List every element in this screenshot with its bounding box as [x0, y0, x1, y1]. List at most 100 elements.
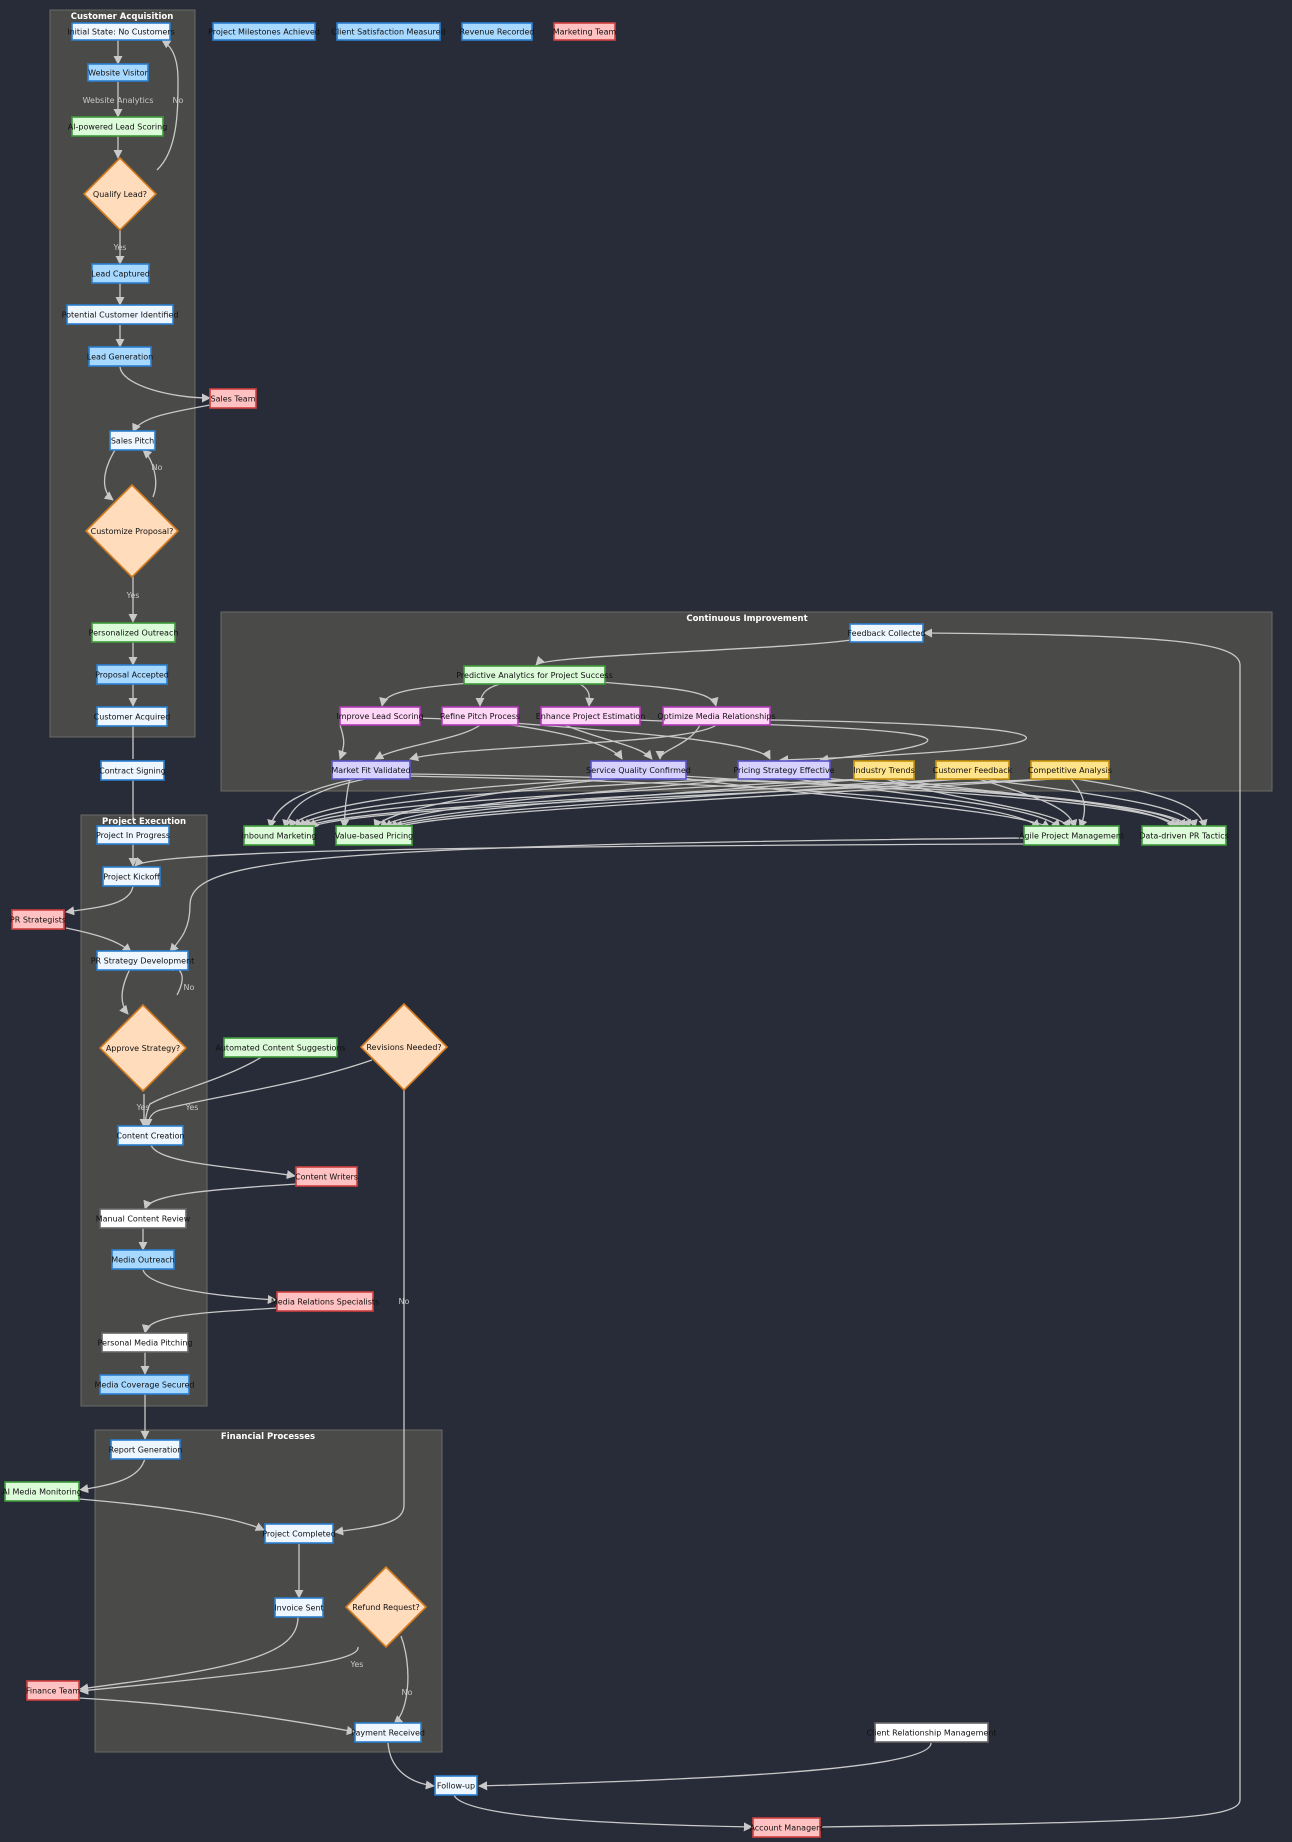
node-optimize-media[interactable]: Optimize Media Relationships — [657, 706, 776, 726]
node-finance-team[interactable]: Finance Team — [26, 1680, 81, 1701]
svg-text:Project In Progress: Project In Progress — [96, 831, 170, 840]
svg-text:Data-driven PR Tactics: Data-driven PR Tactics — [1139, 832, 1229, 841]
svg-text:Agile Project Management: Agile Project Management — [1019, 832, 1124, 841]
node-customer-feedback[interactable]: Customer Feedback — [933, 760, 1013, 780]
svg-text:Project Completed: Project Completed — [262, 1530, 336, 1539]
node-ai-media-monitoring[interactable]: AI Media Monitoring — [2, 1481, 82, 1502]
svg-text:Initial State: No Customers: Initial State: No Customers — [67, 28, 175, 37]
svg-text:Qualify Lead?: Qualify Lead? — [93, 190, 147, 199]
edge — [140, 1054, 266, 1128]
edge — [474, 719, 771, 760]
edge — [143, 1059, 373, 1128]
node-lead-captured[interactable]: Lead Captured — [91, 263, 150, 284]
node-media-outreach[interactable]: Media Outreach — [111, 1249, 175, 1270]
edge-label-yes: Yes — [136, 1103, 150, 1112]
node-ai-lead-scoring[interactable]: AI-powered Lead Scoring — [68, 116, 168, 137]
decision-revisions-needed[interactable]: Revisions Needed? — [359, 1002, 449, 1092]
edge — [334, 1090, 405, 1536]
node-invoice-sent[interactable]: Invoice Sent — [274, 1597, 324, 1618]
node-proposal-accepted[interactable]: Proposal Accepted — [95, 664, 169, 685]
edge — [142, 1269, 277, 1305]
node-pricing-effective[interactable]: Pricing Strategy Effective — [733, 760, 835, 780]
node-improve-lead-scoring[interactable]: Improve Lead Scoring — [336, 706, 424, 726]
nodes: Initial State: No Customers Website Visi… — [2, 22, 1229, 1838]
svg-text:Content Creation: Content Creation — [116, 1132, 184, 1141]
svg-text:Customer Acquired: Customer Acquired — [94, 713, 171, 722]
edges — [65, 39, 1241, 1832]
svg-text:Customer Feedback: Customer Feedback — [933, 766, 1013, 775]
node-content-writers[interactable]: Content Writers — [295, 1166, 358, 1187]
node-sales-pitch[interactable]: Sales Pitch — [109, 430, 156, 451]
edge — [974, 777, 1198, 829]
node-personalized-outreach[interactable]: Personalized Outreach — [89, 622, 179, 643]
node-personal-pitching[interactable]: Personal Media Pitching — [98, 1332, 193, 1353]
node-payment-received[interactable]: Payment Received — [351, 1722, 425, 1743]
node-customer-acquired[interactable]: Customer Acquired — [94, 706, 171, 727]
node-predictive-analytics[interactable]: Predictive Analytics for Project Success — [456, 665, 613, 685]
edge — [103, 449, 116, 501]
node-client-satisfaction[interactable]: Client Satisfaction Measured — [331, 22, 446, 41]
node-enhance-estimation[interactable]: Enhance Project Estimation — [536, 706, 646, 726]
node-follow-up[interactable]: Follow-up — [434, 1775, 478, 1796]
edge-label-no: No — [399, 1297, 410, 1306]
node-website-visitor[interactable]: Website Visitor — [87, 63, 149, 82]
node-potential-customer[interactable]: Potential Customer Identified — [62, 304, 179, 325]
edge — [769, 719, 1027, 765]
node-coverage-secured[interactable]: Media Coverage Secured — [94, 1374, 195, 1395]
svg-text:Follow-up: Follow-up — [437, 1782, 475, 1791]
svg-text:Invoice Sent: Invoice Sent — [274, 1604, 323, 1613]
node-refine-pitch[interactable]: Refine Pitch Process — [440, 706, 520, 726]
svg-text:Sales Pitch: Sales Pitch — [111, 437, 154, 446]
edge — [681, 775, 1181, 829]
edge — [478, 1742, 932, 1791]
node-data-driven-pr[interactable]: Data-driven PR Tactics — [1139, 825, 1229, 846]
node-market-fit[interactable]: Market Fit Validated — [331, 760, 411, 780]
edge — [78, 1498, 265, 1531]
node-contract-signing[interactable]: Contract Signing — [99, 760, 166, 781]
edge-label-no: No — [184, 983, 195, 992]
decision-refund-request[interactable]: Refund Request? — [344, 1565, 428, 1649]
svg-text:Personal Media Pitching: Personal Media Pitching — [98, 1339, 193, 1348]
edge — [299, 777, 884, 829]
decision-approve-strategy[interactable]: Approve Strategy? — [98, 1003, 188, 1093]
edge — [267, 777, 361, 829]
node-feedback-collected[interactable]: Feedback Collected — [847, 623, 926, 643]
decision-customize-proposal[interactable]: Customize Proposal? — [84, 483, 180, 579]
node-pr-strategy[interactable]: PR Strategy Development — [91, 950, 195, 971]
node-report-generation[interactable]: Report Generation — [109, 1439, 183, 1460]
node-media-specialists[interactable]: Media Relations Specialists — [271, 1291, 379, 1312]
node-sales-team[interactable]: Sales Team — [209, 388, 257, 409]
node-manual-review[interactable]: Manual Content Review — [96, 1208, 191, 1229]
edge — [374, 724, 481, 760]
node-marketing-team[interactable]: Marketing Team — [553, 22, 617, 41]
edge — [789, 777, 1061, 829]
svg-text:Potential Customer Identified: Potential Customer Identified — [62, 311, 179, 320]
node-automated-content[interactable]: Automated Content Suggestions — [215, 1037, 346, 1058]
decision-qualify-lead[interactable]: Qualify Lead? — [82, 156, 158, 232]
edge — [579, 683, 595, 707]
node-revenue-recorded[interactable]: Revenue Recorded — [459, 22, 535, 41]
node-service-quality[interactable]: Service Quality Confirmed — [586, 760, 691, 780]
node-value-pricing[interactable]: Value-based Pricing — [335, 825, 414, 846]
svg-text:Media Coverage Secured: Media Coverage Secured — [94, 1381, 194, 1390]
node-project-kickoff[interactable]: Project Kickoff — [102, 866, 161, 887]
node-inbound-marketing[interactable]: Inbound Marketing — [241, 825, 317, 846]
svg-text:Account Managers: Account Managers — [749, 1824, 823, 1833]
edge — [169, 837, 1026, 953]
node-initial-state[interactable]: Initial State: No Customers — [67, 22, 175, 41]
edge — [65, 927, 132, 953]
node-industry-trends[interactable]: Industry Trends — [853, 760, 915, 780]
node-project-in-progress[interactable]: Project In Progress — [96, 825, 170, 845]
node-agile-pm[interactable]: Agile Project Management — [1019, 825, 1124, 846]
svg-text:Personalized Outreach: Personalized Outreach — [89, 629, 179, 638]
node-lead-generation[interactable]: Lead Generation — [87, 346, 153, 367]
node-crm[interactable]: Client Relationship Management — [866, 1722, 997, 1743]
svg-text:Improve Lead Scoring: Improve Lead Scoring — [336, 712, 423, 721]
node-pr-strategists[interactable]: PR Strategists — [10, 909, 66, 930]
node-project-milestones[interactable]: Project Milestones Achieved — [208, 22, 320, 41]
svg-text:Value-based Pricing: Value-based Pricing — [335, 832, 414, 841]
node-competitive-analysis[interactable]: Competitive Analysis — [1028, 760, 1112, 780]
node-project-completed[interactable]: Project Completed — [262, 1523, 336, 1544]
node-account-managers[interactable]: Account Managers — [749, 1817, 824, 1838]
node-content-creation[interactable]: Content Creation — [116, 1125, 185, 1146]
